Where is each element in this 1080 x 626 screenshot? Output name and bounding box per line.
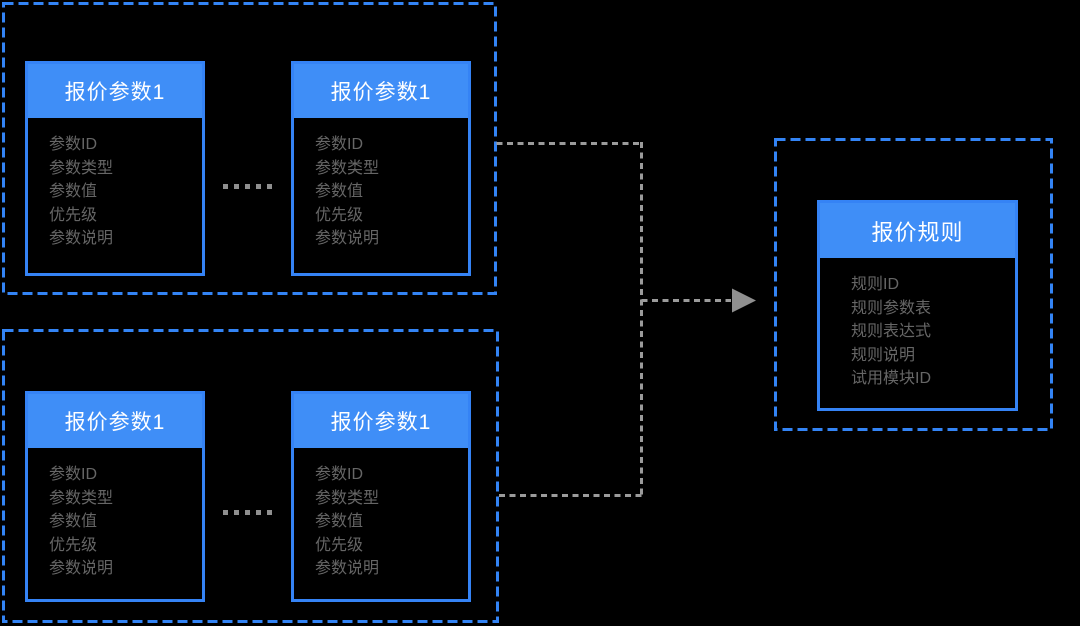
dot (267, 184, 272, 189)
entity-card-quote-param-top-right: 报价参数1 参数ID 参数类型 参数值 优先级 参数说明 (291, 61, 471, 276)
dot (267, 510, 272, 515)
dot (256, 510, 261, 515)
card-field-list: 参数ID 参数类型 参数值 优先级 参数说明 (294, 118, 468, 251)
field-param-id: 参数ID (315, 136, 364, 153)
entity-card-quote-param-top-left: 报价参数1 参数ID 参数类型 参数值 优先级 参数说明 (25, 61, 205, 276)
field-rule-expression: 规则表达式 (851, 323, 932, 340)
card-field-list: 规则ID 规则参数表 规则表达式 规则说明 试用模块ID (820, 258, 1015, 391)
card-title: 报价参数1 (28, 394, 202, 448)
field-param-description: 参数说明 (315, 560, 380, 577)
field-param-priority: 优先级 (315, 206, 364, 224)
card-title: 报价规则 (820, 203, 1015, 258)
group-border-quote-rule (774, 138, 1053, 431)
field-param-priority: 优先级 (49, 536, 98, 554)
card-field-list: 参数ID 参数类型 参数值 优先级 参数说明 (28, 118, 202, 251)
field-param-type: 参数类型 (315, 159, 380, 177)
dot (234, 184, 239, 189)
field-param-priority: 优先级 (49, 206, 98, 224)
field-param-description: 参数说明 (315, 230, 380, 247)
field-rule-id: 规则ID (851, 276, 900, 293)
field-param-value: 参数值 (315, 183, 364, 200)
dot (223, 510, 228, 515)
field-param-type: 参数类型 (49, 159, 114, 177)
dot (245, 510, 250, 515)
entity-card-quote-rule: 报价规则 规则ID 规则参数表 规则表达式 规则说明 试用模块ID (817, 200, 1018, 411)
ellipsis-dots-bottom-group (223, 510, 272, 515)
field-param-description: 参数说明 (49, 560, 114, 577)
dot (245, 184, 250, 189)
card-title: 报价参数1 (294, 394, 468, 448)
card-field-list: 参数ID 参数类型 参数值 优先级 参数说明 (28, 448, 202, 581)
field-param-id: 参数ID (49, 466, 98, 483)
field-param-id: 参数ID (49, 136, 98, 153)
card-title: 报价参数1 (28, 64, 202, 118)
card-field-list: 参数ID 参数类型 参数值 优先级 参数说明 (294, 448, 468, 581)
dot (256, 184, 261, 189)
field-param-value: 参数值 (49, 513, 98, 530)
field-param-type: 参数类型 (49, 489, 114, 507)
field-param-value: 参数值 (315, 513, 364, 530)
dot (223, 184, 228, 189)
field-param-type: 参数类型 (315, 489, 380, 507)
field-rule-description: 规则说明 (851, 346, 916, 364)
group-border-quote-params-top (2, 2, 497, 295)
field-param-value: 参数值 (49, 183, 98, 200)
field-param-description: 参数说明 (49, 230, 114, 247)
entity-card-quote-param-bottom-left: 报价参数1 参数ID 参数类型 参数值 优先级 参数说明 (25, 391, 205, 602)
ellipsis-dots-top-group (223, 184, 272, 189)
dot (234, 510, 239, 515)
field-rule-param-table: 规则参数表 (851, 299, 932, 317)
card-title: 报价参数1 (294, 64, 468, 118)
field-param-priority: 优先级 (315, 536, 364, 554)
entity-card-quote-param-bottom-right: 报价参数1 参数ID 参数类型 参数值 优先级 参数说明 (291, 391, 471, 602)
field-param-id: 参数ID (315, 466, 364, 483)
field-rule-module-id: 试用模块ID (851, 370, 932, 387)
group-border-quote-params-bottom (2, 329, 499, 623)
arrow-head-icon (732, 288, 756, 313)
